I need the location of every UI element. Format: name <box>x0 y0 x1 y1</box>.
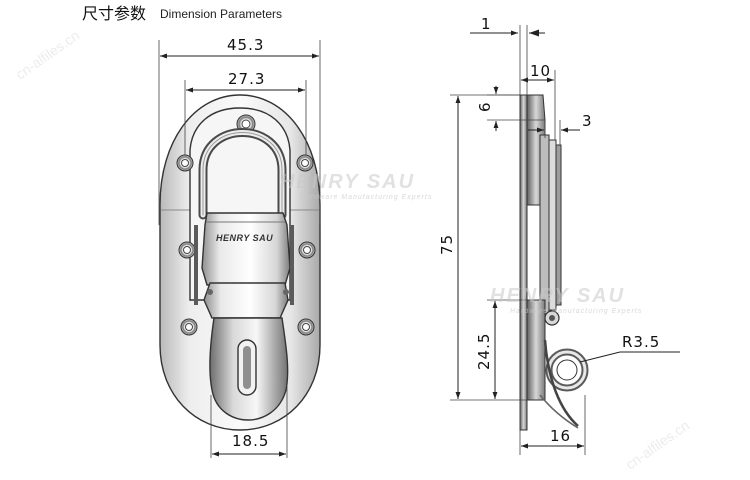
side-plate <box>519 94 528 431</box>
watermark-brand-bottom: HENRY SAU <box>490 285 625 307</box>
dim-bottom-width: 18.5 <box>232 432 269 450</box>
dim-ring-radius: R3.5 <box>622 333 660 351</box>
watermark-tagline-top: Hardware Manufacturing Experts <box>300 194 432 201</box>
title-cn: 尺寸参数 <box>82 4 146 23</box>
dim-bottom-depth: 16 <box>550 427 571 445</box>
watermark-brand-top: HENRY SAU <box>280 171 415 193</box>
front-view: HENRY SAU <box>159 94 321 431</box>
dim-depth: 10 <box>530 62 551 80</box>
front-dimensions: 45.3 27.3 18.5 <box>158 36 321 458</box>
title-en: Dimension Parameters <box>160 7 282 21</box>
watermark-tagline-bottom: Hardware Manufacturing Experts <box>510 308 642 315</box>
dim-plate-thickness: 1 <box>481 15 492 33</box>
wire-bail <box>198 128 287 220</box>
latch-lever <box>203 282 289 319</box>
dim-overall-height: 75 <box>438 234 456 255</box>
dim-overall-width: 45.3 <box>227 36 264 54</box>
mounting-holes <box>176 114 316 336</box>
side-view <box>519 94 589 431</box>
dim-hole-spacing: 27.3 <box>228 70 265 88</box>
dim-latch-offset: 3 <box>582 112 593 130</box>
watermark-site-left: cn-alfiles.cn <box>13 27 83 83</box>
header: 尺寸参数 Dimension Parameters <box>82 4 282 23</box>
brand-watermarks: HENRY SAU Hardware Manufacturing Experts… <box>280 171 642 315</box>
side-dimensions: 1 10 6 3 75 24.5 R3.5 16 <box>438 15 680 455</box>
latch-body <box>201 212 291 286</box>
side-lower-block <box>526 299 546 401</box>
dim-top-offset: 6 <box>476 101 494 112</box>
watermarks: cn-alfiles.cn cn-alfiles.cn <box>13 27 693 473</box>
watermark-site-right: cn-alfiles.cn <box>623 417 693 473</box>
latch-brand-label: HENRY SAU <box>216 233 273 243</box>
dim-lower-height: 24.5 <box>475 333 493 370</box>
